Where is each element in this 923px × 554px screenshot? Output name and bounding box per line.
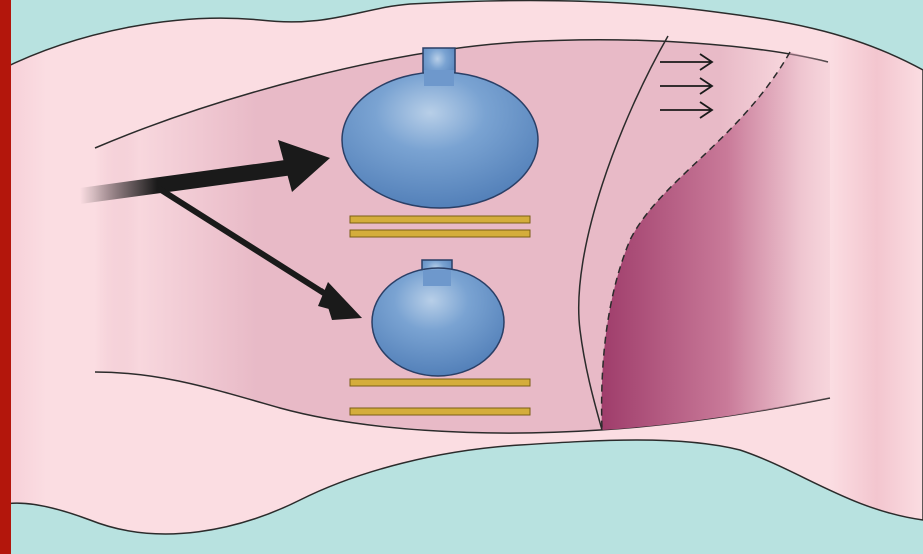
left-frame xyxy=(0,0,11,554)
